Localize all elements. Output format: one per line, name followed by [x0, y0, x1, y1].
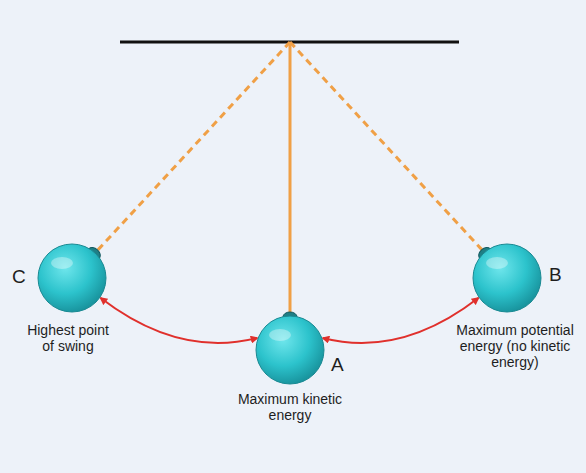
string [289, 42, 292, 316]
point-description: Highest point of swing [20, 322, 116, 354]
point-letter: A [331, 355, 344, 376]
point-description: Maximum kinetic energy [235, 391, 345, 423]
bob-ball [255, 315, 325, 385]
bob-ball [472, 243, 542, 313]
pendulum-bob: CHighest point of swing [37, 243, 107, 313]
string-dashed [96, 42, 290, 252]
point-description: Maximum potential energy (no kinetic ene… [453, 322, 577, 370]
bob-ball [37, 243, 107, 313]
swing-arrow [323, 298, 478, 343]
string-dashed [290, 42, 484, 252]
point-letter: C [12, 267, 26, 288]
point-letter: B [549, 265, 562, 286]
pendulum-bob: AMaximum kinetic energy [255, 315, 325, 385]
pendulum-bob: BMaximum potential energy (no kinetic en… [472, 243, 542, 313]
swing-arrow [101, 298, 257, 343]
